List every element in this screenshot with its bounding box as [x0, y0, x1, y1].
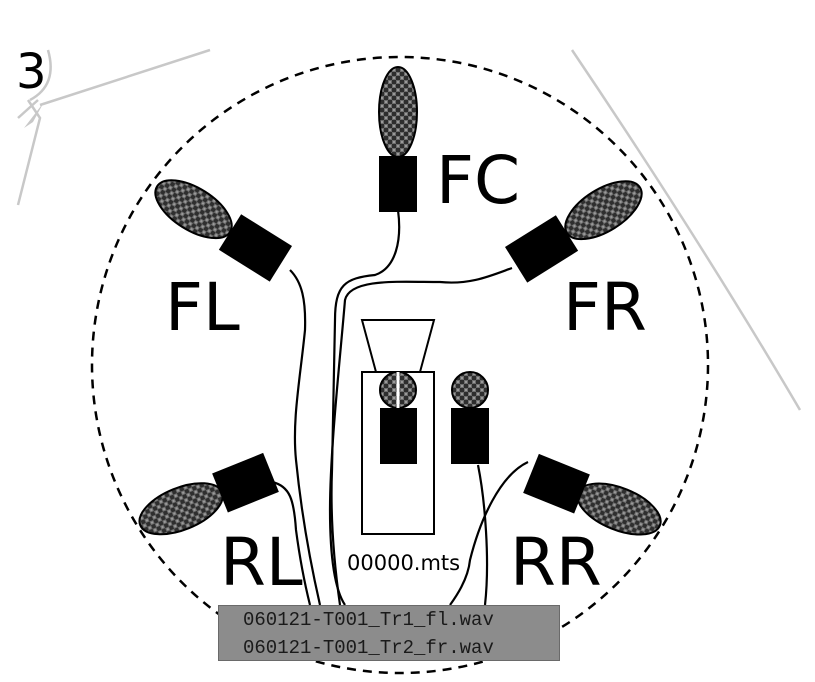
mic-rr: [523, 453, 662, 536]
camera-file-label: 00000.mts: [347, 551, 460, 575]
audio-file-panel: 060121-T001_Tr1_fl.wav 060121-T001_Tr2_f…: [218, 605, 560, 661]
label-rl: RL: [220, 524, 303, 601]
mic-center: [451, 371, 489, 464]
audio-file-track-1: 060121-T001_Tr1_fl.wav: [243, 609, 494, 631]
mic-rl-capsule: [138, 482, 224, 536]
label-fr: FR: [563, 269, 647, 346]
audio-file-track-2: 060121-T001_Tr2_fr.wav: [243, 637, 494, 659]
background-guide-lines: [16, 48, 802, 411]
mic-fc-body: [379, 156, 417, 212]
mic-rl-body: [212, 452, 279, 513]
label-fc: FC: [436, 142, 520, 219]
camera-mic-body: [380, 408, 417, 464]
camera-lens-hood: [360, 319, 436, 373]
mic-fr: [504, 180, 643, 283]
label-fl: FL: [165, 269, 240, 346]
mic-rr-body: [523, 453, 590, 514]
mic-fl-body: [218, 214, 293, 282]
mic-center-body: [451, 408, 489, 464]
arrow-icon: [24, 102, 44, 128]
mic-fc: [378, 66, 418, 212]
mic-rl: [138, 452, 279, 536]
label-rr: RR: [510, 524, 602, 601]
mic-fr-body: [504, 215, 579, 283]
corner-digit: 3: [16, 44, 47, 100]
mic-cables: [271, 209, 529, 606]
mic-center-capsule: [451, 371, 489, 409]
camera: [360, 319, 436, 535]
mic-fc-capsule: [378, 66, 418, 158]
camera-file-label-bg: [346, 546, 464, 578]
listening-circle: [90, 55, 710, 675]
mic-fl: [154, 179, 293, 282]
